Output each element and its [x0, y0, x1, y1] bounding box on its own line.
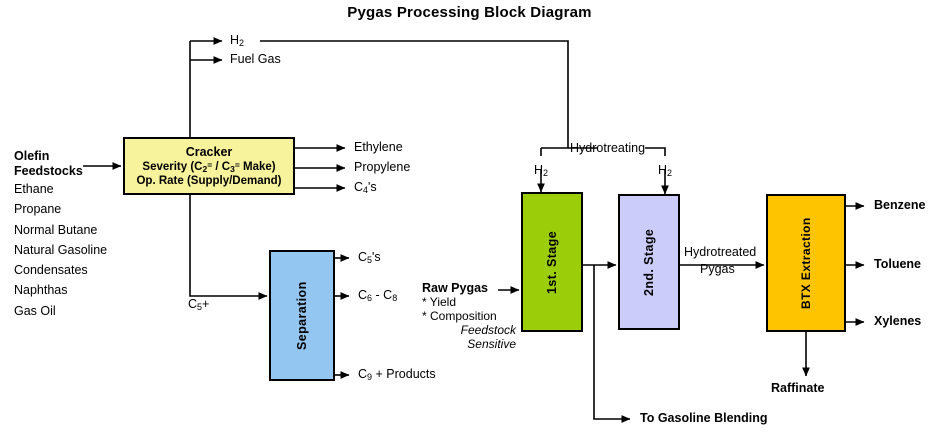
first-stage-title: 1st. Stage	[545, 230, 559, 294]
cracker-oprate-line: Op. Rate (Supply/Demand)	[136, 175, 282, 187]
stream-label-raffinate: Raffinate	[771, 381, 825, 395]
cracker-title: Cracker	[185, 145, 233, 159]
stream-label-ethylene: Ethylene	[354, 140, 403, 154]
stream-label-c4s: C4's	[354, 180, 377, 195]
feedstock-item: Gas Oil	[14, 303, 56, 318]
raw-pygas-title: Raw Pygas	[422, 281, 489, 295]
stream-label-propylene: Propylene	[354, 160, 411, 174]
raw-pygas-annotation: Raw Pygas * Yield * Composition Feedstoc…	[422, 281, 522, 351]
btx-extraction-block[interactable]: BTX Extraction	[766, 194, 846, 332]
stream-label-c6-c8: C6 - C8	[358, 288, 398, 303]
stream-label-to-gasoline-blending: To Gasoline Blending	[640, 411, 768, 425]
raw-pygas-bullet-yield: * Yield	[422, 295, 457, 309]
stream-label-hydrotreated-pygas-line2: Pygas	[700, 262, 735, 276]
raw-pygas-note-feedstock: Feedstock	[460, 323, 516, 337]
btx-extraction-title: BTX Extraction	[799, 217, 813, 309]
separation-block[interactable]: Separation	[269, 250, 335, 381]
feedstock-item: Ethane	[14, 182, 54, 196]
feedstock-list: Olefin Feedstocks Ethane Propane Normal …	[14, 149, 124, 321]
feedstock-item: Natural Gasoline	[14, 242, 108, 257]
page-title: Pygas Processing Block Diagram	[347, 4, 592, 21]
feedstock-item: Condensates	[14, 263, 88, 277]
feedstock-item: Naphthas	[14, 283, 68, 298]
stream-label-hydrotreated-pygas-line1: Hydrotreated	[684, 245, 757, 259]
stream-label-fuel-gas: Fuel Gas	[230, 52, 281, 66]
raw-pygas-bullet-composition: * Composition	[422, 309, 497, 323]
stream-label-h2-second-stage: H2	[658, 163, 673, 178]
stream-label-c9-products: C9 + Products	[358, 367, 436, 382]
feedstock-item: Normal Butane	[14, 222, 98, 237]
first-stage-block[interactable]: 1st. Stage	[521, 192, 583, 332]
feedstock-item: Propane	[14, 202, 62, 217]
stream-label-benzene: Benzene	[874, 198, 926, 212]
stream-label-hydrotreating: Hydrotreating	[570, 141, 646, 155]
stream-label-toluene: Toluene	[874, 257, 921, 271]
cracker-block[interactable]: Cracker Severity (C2= / C3= Make) Op. Ra…	[123, 137, 295, 195]
stream-label-xylenes: Xylenes	[874, 314, 922, 328]
cracker-severity-line: Severity (C2= / C3= Make)	[142, 160, 276, 174]
stream-label-h2-top: H2	[230, 33, 245, 48]
feedstock-heading-line1: Olefin	[14, 149, 50, 163]
stream-label-c5s: C5's	[358, 250, 381, 265]
second-stage-title: 2nd. Stage	[642, 228, 656, 296]
stream-label-h2-first-stage: H2	[534, 163, 549, 178]
separation-title: Separation	[295, 281, 309, 350]
feedstock-heading-line2: Feedstocks	[14, 164, 83, 178]
stream-label-c5-plus: C5+	[188, 297, 210, 312]
raw-pygas-note-sensitive: Sensitive	[467, 337, 516, 351]
second-stage-block[interactable]: 2nd. Stage	[618, 194, 680, 330]
